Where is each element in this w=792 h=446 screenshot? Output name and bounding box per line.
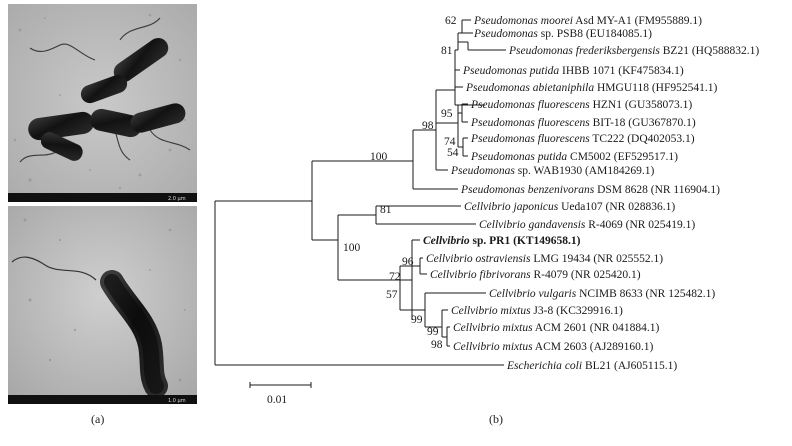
bootstrap-value: 99 (427, 326, 439, 338)
bootstrap-values: 62 81 95 74 54 98 100 81 100 96 72 57 99… (343, 15, 459, 351)
bootstrap-value: 96 (402, 256, 414, 268)
taxon-label-t14: Cellvibrio ostraviensis LMG 19434 (NR 02… (426, 253, 663, 265)
taxon-labels: Pseudomonas moorei Asd MY-A1 (FM955889.1… (423, 15, 759, 372)
taxon-label-t5: Pseudomonas fluorescens HZN1 (GU358073.1… (470, 99, 692, 111)
bootstrap-value: 74 (444, 136, 456, 148)
taxon-label-t11: Cellvibrio japonicus Ueda107 (NR 028836.… (464, 201, 675, 213)
bootstrap-value: 57 (386, 289, 398, 301)
taxon-label-t6: Pseudomonas fluorescens BIT-18 (GU367870… (470, 117, 696, 129)
taxon-label-t16: Cellvibrio vulgaris NCIMB 8633 (NR 12548… (489, 288, 715, 300)
bootstrap-value: 99 (411, 314, 423, 326)
taxon-label-t1: Pseudomonas sp. PSB8 (EU184085.1) (473, 28, 652, 40)
taxon-label-t18: Cellvibrio mixtus ACM 2601 (NR 041884.1) (453, 322, 660, 334)
scale-bar-label: 0.01 (267, 394, 287, 406)
bootstrap-value: 54 (447, 147, 459, 159)
taxon-label-t12: Cellvibrio gandavensis R-4069 (NR 025419… (479, 219, 695, 231)
taxon-label-t4: Pseudomonas abietaniphila HMGU118 (HF952… (465, 82, 717, 94)
taxon-label-t19: Cellvibrio mixtus ACM 2603 (AJ289160.1) (453, 341, 653, 353)
taxon-label-t10: Pseudomonas benzenivorans DSM 8628 (NR 1… (460, 184, 720, 196)
micrograph-bottom: 1.0 µm (8, 206, 197, 404)
taxon-label-t15: Cellvibrio fibrivorans R-4079 (NR 025420… (430, 269, 641, 281)
taxon-label-t2: Pseudomonas frederiksbergensis BZ21 (HQ5… (508, 45, 759, 57)
taxon-label-t3: Pseudomonas putida IHBB 1071 (KF475834.1… (462, 65, 684, 77)
taxon-label-t13: Cellvibrio sp. PR1 (KT149658.1) (423, 235, 581, 247)
taxon-label-t7: Pseudomonas fluorescens TC222 (DQ402053.… (470, 133, 695, 145)
taxon-label-t0: Pseudomonas moorei Asd MY-A1 (FM955889.1… (473, 15, 702, 27)
bootstrap-value: 72 (389, 271, 401, 283)
bootstrap-value: 98 (431, 339, 443, 351)
taxon-label-t9: Pseudomonas sp. WAB1930 (AM184269.1) (450, 165, 654, 177)
tree-scale-bar: 0.01 (249, 382, 312, 406)
tree-branches (214, 19, 506, 366)
panel-label-b: (b) (489, 412, 503, 426)
taxon-label-t20: Escherichia coli BL21 (AJ605115.1) (506, 360, 677, 372)
panel-label-a: (a) (91, 412, 105, 426)
bootstrap-value: 62 (445, 15, 457, 27)
micrograph-top-scalebar: 2.0 µm (168, 196, 186, 202)
bootstrap-value: 100 (343, 242, 361, 254)
bootstrap-value: 81 (380, 204, 392, 216)
micrograph-top: 2.0 µm (8, 4, 197, 202)
micrograph-bottom-scalebar: 1.0 µm (168, 398, 186, 404)
bootstrap-value: 81 (441, 45, 453, 57)
bootstrap-value: 100 (370, 151, 388, 163)
bootstrap-value: 98 (422, 120, 434, 132)
bootstrap-value: 95 (441, 108, 453, 120)
taxon-label-t17: Cellvibrio mixtus J3-8 (KC329916.1) (451, 305, 623, 317)
taxon-label-t8: Pseudomonas putida CM5002 (EF529517.1) (470, 151, 678, 163)
